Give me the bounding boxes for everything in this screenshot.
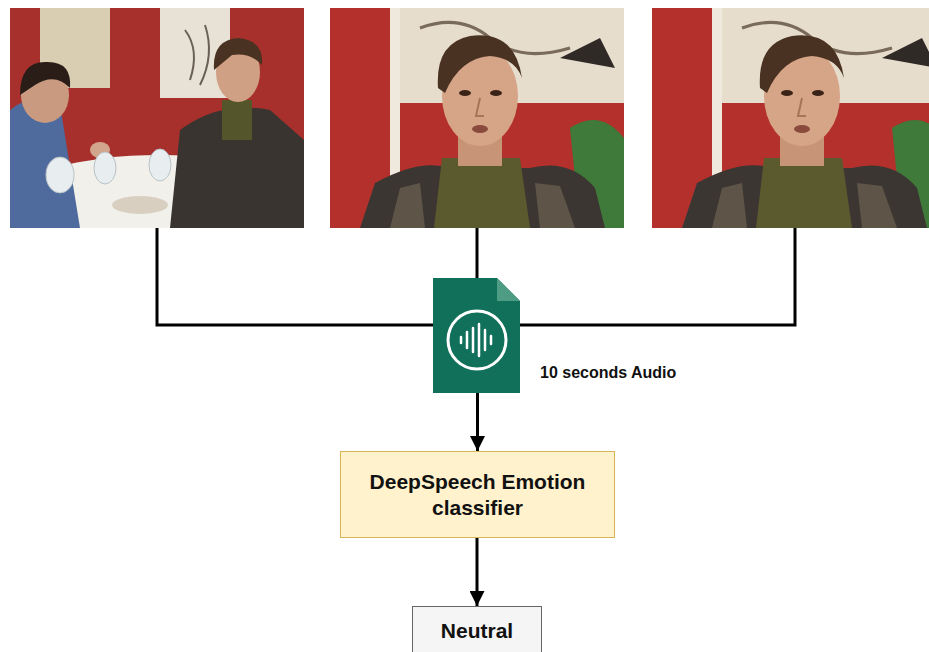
man-hair	[214, 38, 262, 70]
wave-bar	[472, 328, 475, 352]
wave-bar	[484, 330, 487, 350]
frame-wire	[476, 228, 479, 278]
wave-circle	[448, 311, 506, 369]
flow-arrow	[476, 538, 479, 606]
closeup-frame	[652, 8, 929, 228]
box-label: Neutral	[441, 618, 513, 644]
glass	[46, 157, 74, 193]
file-caption: 10 seconds Audio	[540, 364, 676, 382]
wave-bar	[466, 332, 469, 348]
man-turtleneck	[222, 100, 252, 140]
closeup-frame	[330, 8, 624, 228]
man-closeup	[652, 8, 929, 228]
glass	[149, 149, 171, 181]
result-box: Neutral	[412, 606, 542, 652]
wave-bar	[490, 336, 493, 344]
frame-wire	[520, 228, 795, 325]
poster-sketch	[185, 25, 209, 85]
audio-file: 10 seconds Audio	[433, 278, 520, 393]
glass	[94, 152, 116, 184]
file-corner	[497, 278, 520, 301]
frame-wire	[157, 228, 433, 325]
waveform	[461, 324, 491, 356]
wave-bar	[460, 337, 463, 343]
classifier-box: DeepSpeech Emotion classifier	[340, 451, 615, 538]
plate	[112, 196, 168, 214]
man-closeup	[330, 8, 624, 228]
restaurant-frame	[10, 8, 304, 228]
flow-arrow	[476, 393, 479, 451]
woman-hair	[20, 62, 70, 95]
file-body	[433, 278, 520, 393]
box-label: DeepSpeech Emotion classifier	[351, 469, 604, 521]
wave-bar	[478, 324, 481, 356]
